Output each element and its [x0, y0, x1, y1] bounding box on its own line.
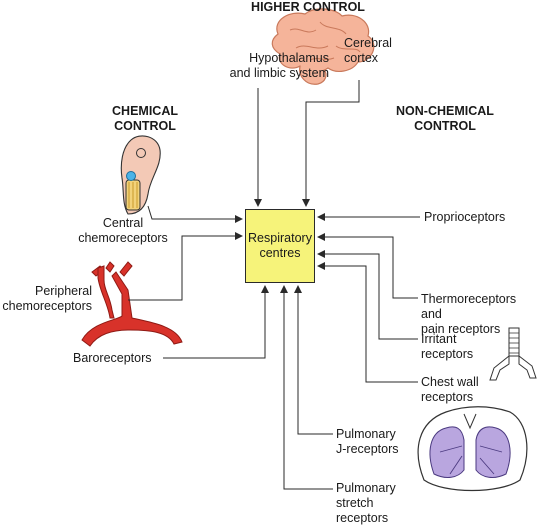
label-chest-wall-receptors: Chest wall receptors — [421, 375, 479, 404]
arrow-chest-wall-receptors — [317, 262, 418, 383]
arrow-central-chemoreceptors — [147, 205, 243, 223]
label-hypothalamus: Hypothalamus and limbic system — [229, 51, 329, 80]
label-thermoreceptors: Thermoreceptors and pain receptors — [421, 292, 517, 336]
carotid-artery-icon — [81, 261, 183, 347]
label-proprioceptors: Proprioceptors — [424, 210, 506, 224]
arrow-pulmonary-stretch-receptors — [280, 285, 333, 490]
label-central-chemoreceptors: Central chemoreceptors — [78, 216, 168, 245]
arrow-pulmonary-j-receptors — [294, 285, 333, 435]
brain-icon — [271, 8, 375, 85]
label-cerebral-cortex: Cerebral cortex — [344, 36, 392, 65]
heading-chemical-control: CHEMICAL CONTROL — [112, 104, 178, 133]
arrow-cerebral-cortex — [302, 80, 360, 207]
lungs-icon — [417, 406, 528, 492]
arrow-baroreceptors — [163, 285, 269, 359]
respiratory-centres-box: Respiratory centres — [245, 209, 315, 283]
brainstem-icon — [120, 135, 161, 215]
label-pulmonary-stretch-receptors: Pulmonary stretch receptors — [336, 481, 396, 525]
label-peripheral-chemoreceptors: Peripheral chemoreceptors — [2, 284, 92, 313]
label-pulmonary-j-receptors: Pulmonary J-receptors — [336, 427, 399, 456]
trachea-icon — [489, 327, 537, 381]
arrow-thermoreceptors — [317, 233, 418, 299]
heading-non-chemical-control: NON-CHEMICAL CONTROL — [396, 104, 494, 133]
label-irritant-receptors: Irritant receptors — [421, 332, 474, 361]
arrow-irritant-receptors — [317, 250, 418, 340]
arrow-peripheral-chemoreceptors — [128, 232, 243, 301]
label-baroreceptors: Baroreceptors — [73, 351, 152, 365]
heading-higher-control: HIGHER CONTROL — [251, 0, 365, 14]
